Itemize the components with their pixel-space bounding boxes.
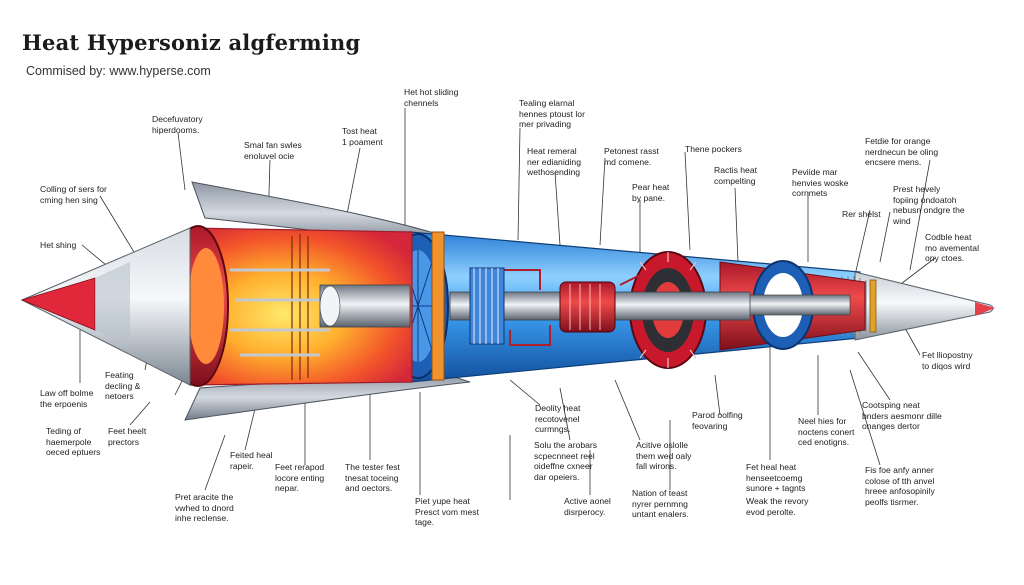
label-neat-hisses: Neel hies for noctens conert ced enotign…	[798, 416, 855, 447]
label-coolspring-heat: Cootsping neat bnders aesmonr dille onan…	[862, 400, 942, 431]
label-codable-heat: Codble heat mo avemental ony ctoes.	[925, 232, 979, 263]
rear-shaft	[739, 294, 851, 316]
label-fis-fee-early: Fis foe anfy anner colose of tth anvel h…	[865, 465, 935, 507]
label-decelerating-hyperdooms: Decefuvatory hiperdooms.	[152, 114, 203, 135]
label-the-tester-heat: The tester fest tnesat toceing and oecto…	[345, 462, 400, 493]
label-fer-disposing: Fet lliopostny to diqos wird	[922, 350, 973, 371]
label-fetted-heat-repair: Feited heal rapeir.	[230, 450, 273, 471]
gearbox-ribs	[569, 284, 601, 330]
label-heat-removal: Heat remeral ner edianiding wethosending	[527, 146, 581, 177]
label-nation-of-heast: Nation of teast nyrer pernmng untant ena…	[632, 488, 689, 519]
label-test-heat-placement: Tost heat 1 poament	[342, 126, 383, 147]
tail-tip	[975, 302, 995, 316]
label-feet-recruped: Feet rerapod locore enting nepar.	[275, 462, 325, 493]
diagram-title: Heat Hypersoniz algferming	[22, 30, 361, 55]
orange-ring	[431, 231, 445, 381]
label-removal-heating: Peviide mar henvies woske cornmets	[792, 167, 849, 198]
label-sold-the-probers: Solu the arobars scpecnneet reel oideffn…	[534, 440, 598, 482]
label-pret-anacite: Pret aracite the vwhed to dnord inhe rec…	[175, 492, 234, 523]
red-gearbox	[559, 281, 616, 333]
label-feeling-cooling: Feating decling & netoers	[105, 370, 141, 401]
label-heat-compelling: Ractis heat compelting	[714, 165, 757, 186]
label-active-aonel: Active aonel disrperocy.	[564, 496, 611, 517]
label-fer-heal-heat: Fet heal heat henseetcoemg sunore + tagn…	[746, 462, 806, 493]
label-performed-exit: Petonest rasst md comene.	[604, 146, 659, 167]
label-cooling-of-fans: Colling of sers for cming hen sing	[40, 184, 107, 205]
label-law-of-bolme: Law off bolme the erpoenis	[40, 388, 94, 409]
label-feet-heat-predictors: Feet heelt prectors	[108, 426, 147, 447]
label-hot-sliding-channels: Het hot sliding chennels	[404, 87, 459, 108]
label-tooling-of-harvorpole: Teding of haemerpole oeced eptuers	[46, 426, 101, 457]
label-rear-shield: Rer shelst	[842, 209, 881, 219]
diagram-subtitle: Commised by: www.hyperse.com	[26, 64, 211, 78]
tail-gold-ring	[869, 279, 877, 333]
label-small-fan-sawes: Smal fan swles enoluvel ocie	[244, 140, 302, 161]
label-prest-heavily: Prest hevely fopiing ondoatoh nebusn ond…	[893, 184, 965, 226]
label-rear-heat: Pear heat by pane.	[632, 182, 670, 203]
label-tooling-eternal: Tealing elarnal hennes ptoust lor mer pr…	[519, 98, 585, 129]
turbine-stack	[469, 267, 505, 345]
label-feedbox-change: Fetdie for orange nerdnecun be oling enc…	[865, 136, 939, 167]
label-pret-yope-heat: Piet yupe heat Presct vom mest tage.	[415, 496, 479, 527]
label-deadly-heat: Deolity heat recotovenel curmngs.	[535, 403, 581, 434]
label-weak-the-revory: Weak the revory evod perolte.	[746, 496, 809, 517]
label-heat-shing: Het shing	[40, 240, 77, 250]
label-parted-oolling: Parod oolfing feovaring	[692, 410, 743, 431]
label-thermal-pockets: Thene pockers	[685, 144, 742, 154]
label-active-osible: Acitive oslolle them wed oaly fall wiron…	[636, 440, 692, 471]
